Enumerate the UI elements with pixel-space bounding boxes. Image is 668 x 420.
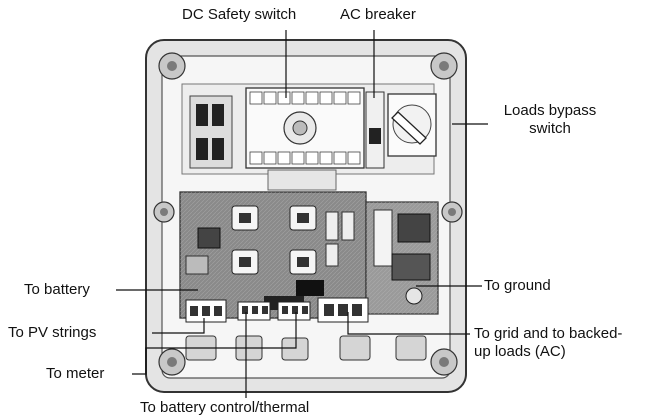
left-terminal-blocks bbox=[189, 95, 233, 169]
label-ac-breaker: AC breaker bbox=[340, 6, 416, 23]
label-to-grid-line1: To grid and to backed- bbox=[474, 325, 623, 342]
label-loads-bypass-line1: Loads bypass bbox=[503, 102, 597, 119]
label-to-battery-control: To battery control/thermal bbox=[140, 399, 310, 416]
label-loads-bypass-line2: switch bbox=[529, 120, 571, 137]
label-dc-safety-switch: DC Safety switch bbox=[182, 6, 297, 23]
ac-breaker bbox=[365, 91, 385, 169]
label-loads-bypass-switch: Loads bypass switch bbox=[496, 102, 604, 138]
label-to-grid: To grid and to backed- up loads (AC) bbox=[474, 325, 622, 361]
label-to-ground: To ground bbox=[484, 277, 551, 294]
label-to-pv-strings: To PV strings bbox=[8, 324, 97, 341]
main-pcb bbox=[179, 191, 367, 319]
dc-safety-switch bbox=[245, 87, 365, 169]
label-to-grid-line2: up loads (AC) bbox=[474, 343, 566, 360]
label-to-battery: To battery bbox=[24, 281, 90, 298]
loads-bypass-switch bbox=[387, 93, 437, 157]
label-to-meter: To meter bbox=[46, 365, 105, 382]
leader-lines bbox=[116, 30, 488, 398]
right-pcb bbox=[365, 201, 439, 315]
